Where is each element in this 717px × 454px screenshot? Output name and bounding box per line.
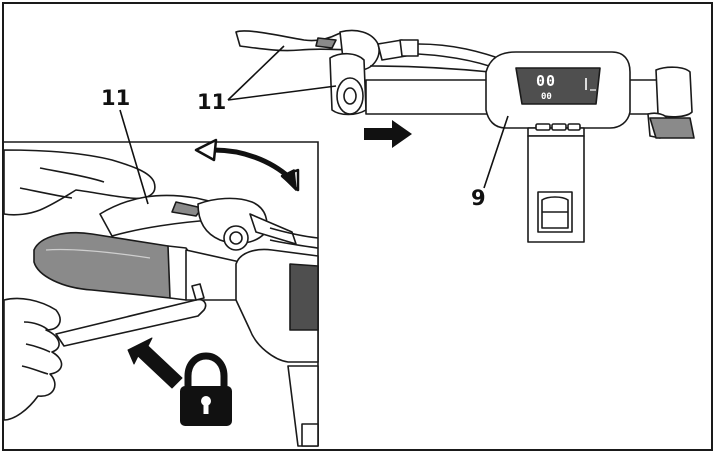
rotate-arrow-icon [194,138,300,192]
callout-leaders-top [227,45,509,189]
hand-background [3,149,156,216]
display-speed-readout: 00 [536,72,557,90]
push-arrow-icon [127,337,183,389]
direction-arrow-icon [364,120,412,148]
callout-label-11-brake-lever: 11 [197,90,227,114]
brake-lever-top [235,29,419,116]
padlock-icon [180,352,232,426]
display-closeup [235,248,319,447]
stem-top [527,135,585,243]
handlebar-grip-closeup [33,231,241,301]
display-trip-readout: 00 [541,92,552,102]
callout-label-9-display: 9 [471,186,486,210]
hex-key-icon [55,283,207,347]
hand-foreground [3,297,63,421]
display-unit [485,51,631,137]
brake-lever-closeup [99,194,319,251]
callout-label-11-closeup: 11 [101,86,131,110]
callout-leader-left [119,109,149,205]
